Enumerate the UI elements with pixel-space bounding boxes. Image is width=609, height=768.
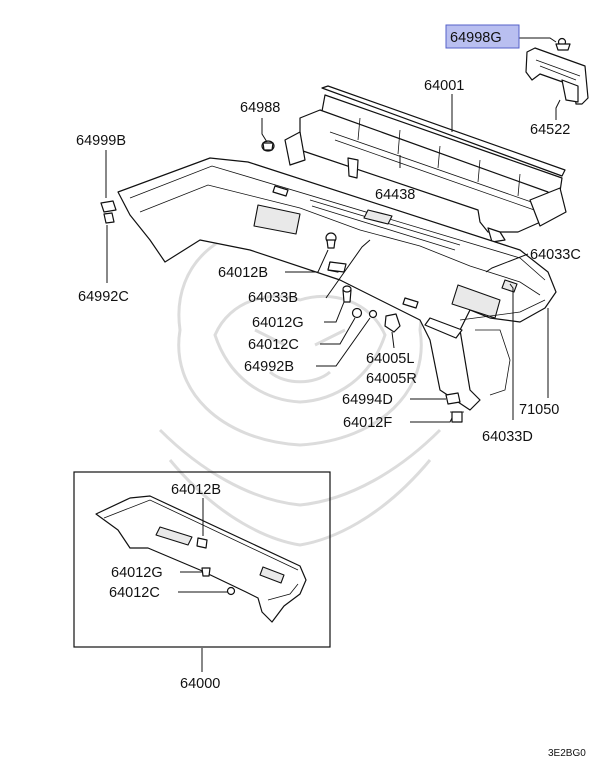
label-inset-64012B[interactable]: 64012B xyxy=(171,482,221,498)
bracket-64522 xyxy=(525,47,589,105)
label-64012C[interactable]: 64012C xyxy=(248,337,299,353)
label-64012F[interactable]: 64012F xyxy=(343,415,392,431)
clip-64998G xyxy=(555,37,571,51)
label-64005L[interactable]: 64005L xyxy=(366,351,414,367)
label-64033D[interactable]: 64033D xyxy=(482,429,533,445)
label-64001[interactable]: 64001 xyxy=(424,78,464,94)
clip-64012F xyxy=(450,411,464,423)
label-64000[interactable]: 64000 xyxy=(180,676,220,692)
inset-frame xyxy=(73,471,331,648)
label-64999B[interactable]: 64999B xyxy=(76,133,126,149)
label-71050[interactable]: 71050 xyxy=(519,402,559,418)
label-64988[interactable]: 64988 xyxy=(240,100,280,116)
label-64998G[interactable]: 64998G xyxy=(450,30,502,46)
clip-64012G xyxy=(342,285,352,303)
watermark-emblem xyxy=(158,225,442,547)
label-64992C[interactable]: 64992C xyxy=(78,289,129,305)
label-64033C[interactable]: 64033C xyxy=(530,247,581,263)
clip-64012B xyxy=(325,232,337,249)
inset-bumper-cover xyxy=(95,495,307,623)
label-64438[interactable]: 64438 xyxy=(375,187,415,203)
clip-64994D xyxy=(445,392,461,405)
reinforcement-64001 xyxy=(284,85,567,243)
bracket-64005 xyxy=(384,313,401,333)
label-inset-64012C[interactable]: 64012C xyxy=(109,585,160,601)
highlight-box-64998G xyxy=(445,24,520,49)
nut-64999B xyxy=(100,200,117,213)
label-64005R[interactable]: 64005R xyxy=(366,371,417,387)
inset-leader-lines xyxy=(178,498,228,672)
clip-64988 xyxy=(261,140,275,152)
label-64012G[interactable]: 64012G xyxy=(252,315,304,331)
clip-64012C xyxy=(351,307,363,319)
drawing-code: 3E2BG0 xyxy=(548,748,586,759)
clip-64992B xyxy=(368,309,378,319)
label-inset-64012G[interactable]: 64012G xyxy=(111,565,163,581)
label-64994D[interactable]: 64994D xyxy=(342,392,393,408)
label-64033B[interactable]: 64033B xyxy=(248,290,298,306)
retainer-64033B xyxy=(327,261,347,273)
label-64012B[interactable]: 64012B xyxy=(218,265,268,281)
label-64522[interactable]: 64522 xyxy=(530,122,570,138)
clip-64992C xyxy=(103,212,115,224)
leader-lines xyxy=(105,37,561,423)
label-64992B[interactable]: 64992B xyxy=(244,359,294,375)
